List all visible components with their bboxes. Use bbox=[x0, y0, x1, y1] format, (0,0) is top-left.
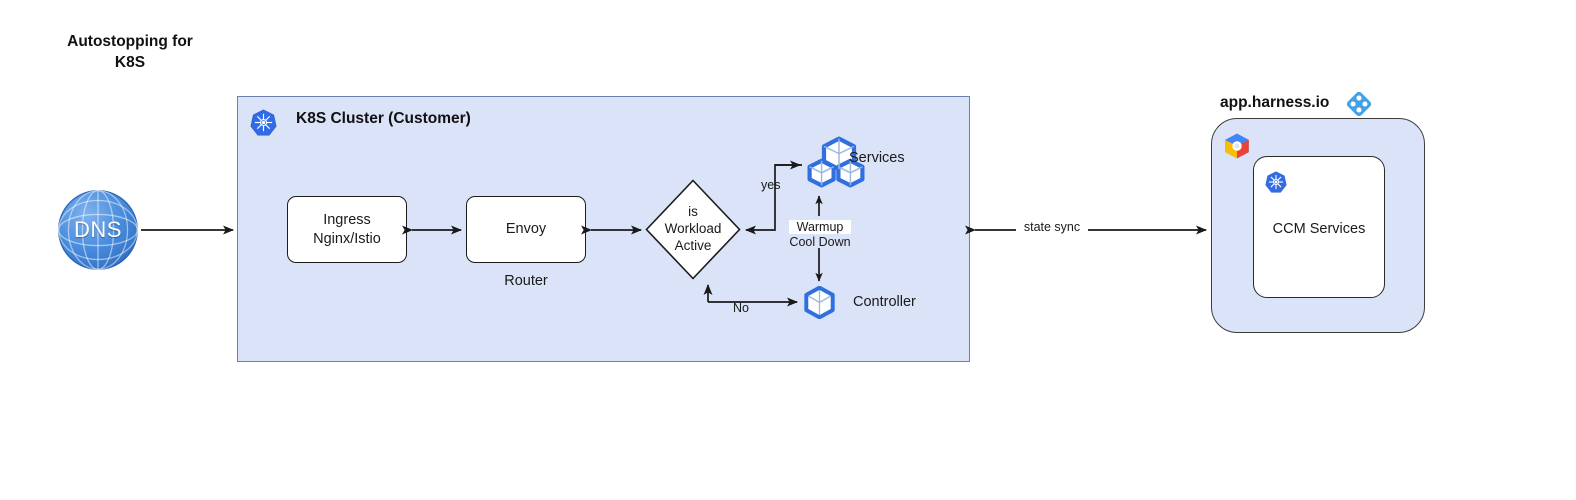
kubernetes-pod-icon bbox=[803, 285, 836, 320]
page-title: Autostopping for K8S bbox=[67, 33, 193, 71]
ccm-services-label: CCM Services bbox=[1272, 221, 1366, 237]
controller-label: Controller bbox=[853, 294, 916, 310]
harness-logo-icon bbox=[1344, 89, 1374, 119]
ingress-node: Ingress Nginx/Istio bbox=[287, 196, 407, 263]
kubernetes-icon bbox=[1265, 171, 1287, 193]
edge-label-state-sync: state sync bbox=[1016, 220, 1088, 234]
decision-node: is Workload Active bbox=[645, 179, 741, 280]
harness-title-label: app.harness.io bbox=[1220, 94, 1330, 111]
decision-label: is Workload Active bbox=[664, 204, 722, 253]
kubernetes-pods-icon bbox=[806, 135, 866, 195]
dns-node: DNS bbox=[57, 189, 139, 271]
kubernetes-icon bbox=[250, 109, 277, 136]
services-label: Services bbox=[849, 150, 905, 166]
gcp-logo-icon bbox=[1223, 133, 1251, 159]
edge-label-cooldown: Cool Down bbox=[789, 235, 851, 249]
edge-label-yes: yes bbox=[761, 178, 781, 192]
edge-label-warmup: Warmup bbox=[789, 220, 851, 234]
globe-icon bbox=[57, 189, 139, 271]
cluster-title-label: K8S Cluster (Customer) bbox=[296, 110, 471, 127]
router-sublabel: Router bbox=[504, 273, 548, 289]
envoy-node: Envoy bbox=[466, 196, 586, 263]
edge-label-no: No bbox=[733, 301, 749, 315]
